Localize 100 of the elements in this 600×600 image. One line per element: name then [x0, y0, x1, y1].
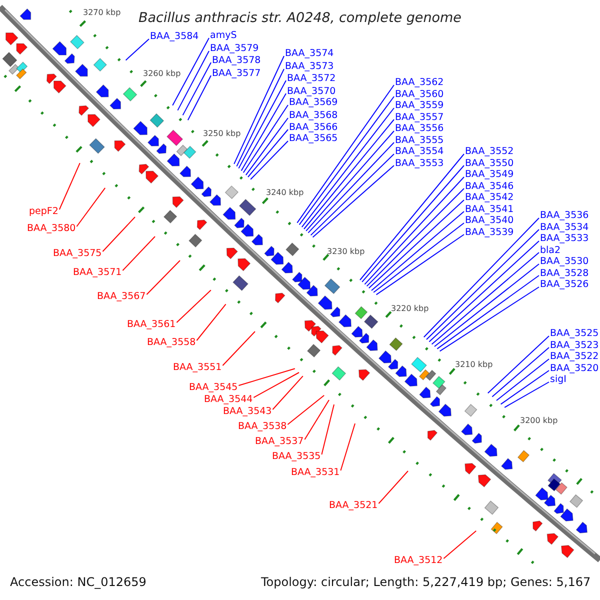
leader-line — [234, 56, 284, 164]
leader-line — [496, 358, 550, 401]
leader-line — [58, 162, 80, 210]
gene-label: BAA_3565 — [289, 133, 338, 144]
leader-line — [373, 222, 464, 293]
scale-label: 3200 kbp — [520, 416, 558, 426]
gene-label: BAA_3542 — [465, 192, 514, 203]
scale-label: 3240 kbp — [266, 188, 304, 198]
gene-label: amyS — [210, 30, 237, 41]
leader-line — [236, 68, 284, 167]
gene-label: BAA_3528 — [540, 268, 589, 278]
leader-line — [238, 368, 296, 386]
gene-label: BAA_3561 — [127, 318, 176, 330]
gene-label: bla2 — [540, 244, 561, 256]
gene-label: BAA_3560 — [395, 88, 444, 100]
leader-line — [176, 290, 212, 323]
gene-label: BAA_3525 — [550, 328, 599, 339]
leader-line — [434, 264, 540, 347]
leader-line — [308, 142, 394, 234]
leader-line — [222, 331, 256, 366]
leader-line — [182, 62, 212, 116]
gene-label: BAA_3552 — [465, 146, 514, 157]
gene-label: BAA_3526 — [540, 279, 589, 290]
gene-label: BAA_3540 — [465, 215, 514, 226]
gene-label: BAA_3523 — [550, 340, 599, 350]
leader-line — [436, 275, 540, 350]
gene-label: BAA_3578 — [212, 54, 261, 66]
leader-line — [439, 286, 540, 352]
gene-label: BAA_3566 — [289, 122, 338, 132]
gene-label: BAA_3545 — [189, 382, 238, 392]
scale-label: 3260 kbp — [143, 69, 181, 79]
leader-line — [146, 260, 180, 295]
gene-label: BAA_3575 — [53, 248, 102, 258]
leader-line — [371, 211, 464, 291]
leader-line — [242, 104, 288, 174]
gene-label: BAA_3534 — [540, 222, 589, 232]
gene-label: BAA_3571 — [73, 266, 122, 278]
footer-text: Topology: circular; Length: 5,227,419 bp; Genes: 5,167 — [261, 575, 591, 589]
gene-label: BAA_3568 — [289, 110, 338, 121]
scale-label: 3210 kbp — [455, 360, 493, 370]
gene-label: BAA_3567 — [97, 290, 146, 302]
leader-line — [272, 376, 304, 410]
leader-line — [248, 129, 288, 178]
gene-label: BAA_3580 — [27, 222, 76, 234]
gene-label: BAA_3553 — [395, 158, 444, 168]
leader-line — [125, 38, 150, 61]
gene-label: BAA_3558 — [147, 336, 196, 348]
gene-label: BAA_3538 — [238, 420, 287, 432]
gene-label: BAA_3572 — [287, 72, 336, 84]
leader-line — [250, 140, 288, 180]
gene-label: BAA_3541 — [465, 204, 514, 214]
gene-label: BAA_3535 — [272, 450, 321, 462]
gene-label: BAA_3551 — [173, 362, 222, 372]
leader-line — [443, 530, 477, 559]
gene-label: BAA_3530 — [540, 256, 589, 267]
leader-line — [76, 187, 106, 227]
leader-line — [238, 80, 286, 169]
leader-line — [487, 336, 550, 394]
scale-label: 3250 kbp — [203, 129, 241, 139]
scale-label: 3230 kbp — [327, 247, 365, 257]
gene-label: BAA_3549 — [465, 169, 514, 180]
leader-line — [310, 154, 394, 236]
leader-line — [368, 200, 464, 289]
gene-label: sigI — [550, 374, 566, 385]
leader-line — [287, 394, 325, 425]
gene-label: BAA_3573 — [285, 61, 334, 72]
leader-line — [500, 370, 550, 405]
leader-line — [196, 304, 226, 341]
gene-label: BAA_3520 — [550, 362, 599, 374]
gene-label: BAA_3544 — [204, 394, 253, 404]
gene-label: BAA_3533 — [540, 233, 589, 244]
leader-line — [321, 404, 334, 455]
gene-label: BAA_3584 — [150, 31, 199, 42]
leader-line — [187, 75, 212, 121]
gene-label: BAA_3536 — [540, 210, 589, 221]
leader-line — [172, 38, 210, 106]
leader-line — [304, 400, 330, 440]
gene-label: BAA_3531 — [291, 466, 340, 478]
gene-label: BAA_3546 — [465, 180, 514, 192]
scale-label: 3270 kbp — [83, 8, 121, 18]
gene-label: BAA_3562 — [395, 77, 444, 88]
gene-label: BAA_3555 — [395, 134, 444, 146]
leader-line — [245, 118, 288, 176]
leader-line — [177, 50, 210, 111]
gene-label: BAA_3522 — [550, 351, 599, 362]
gene-label: BAA_3537 — [255, 436, 304, 446]
gene-label: BAA_3577 — [212, 68, 261, 78]
gene-label: BAA_3574 — [285, 48, 334, 59]
gene-label: BAA_3559 — [395, 100, 444, 111]
leader-line — [312, 165, 394, 238]
leader-line — [431, 252, 540, 345]
footer-text: Accession: NC_012659 — [10, 575, 146, 589]
gene-label: BAA_3579 — [210, 43, 259, 54]
leader-line — [102, 216, 136, 252]
gene-label: BAA_3521 — [329, 500, 378, 510]
leader-line — [376, 234, 464, 296]
title: Bacillus anthracis str. A0248, complete genome — [138, 10, 462, 26]
leader-line — [492, 347, 550, 398]
gene-label: BAA_3570 — [287, 86, 336, 96]
gene-label: BAA_3550 — [465, 158, 514, 168]
